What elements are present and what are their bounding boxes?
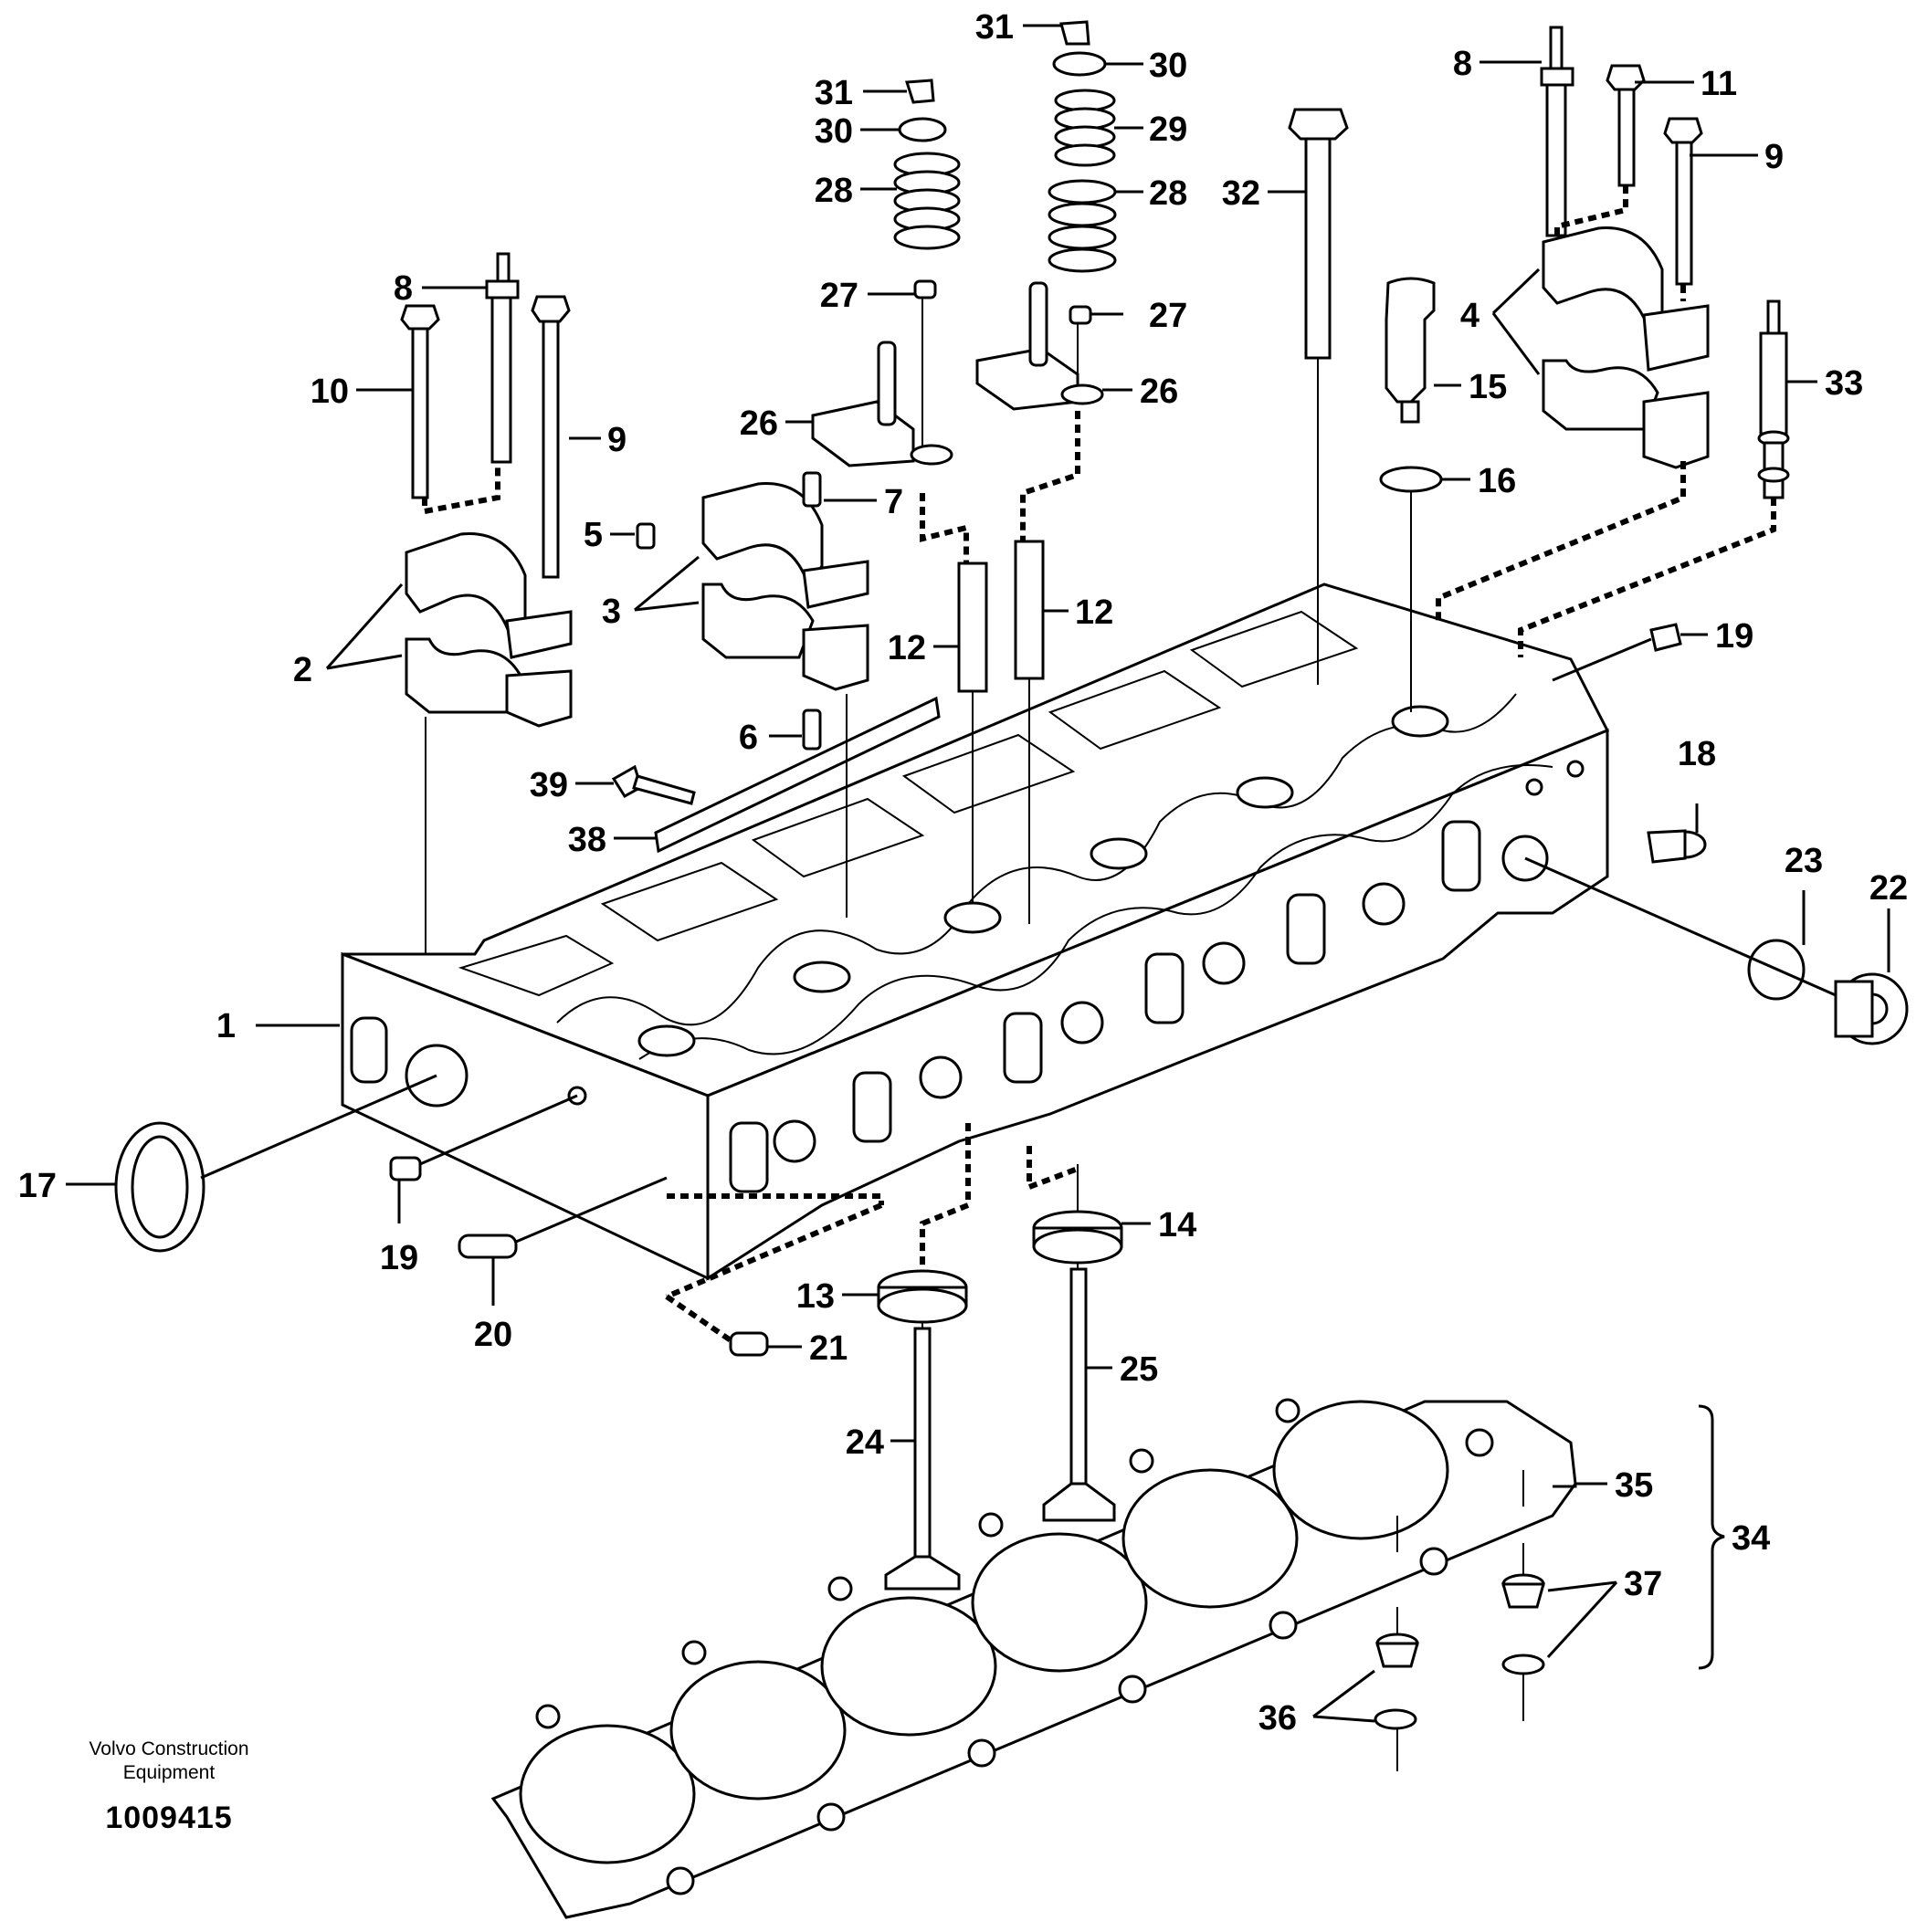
callout-4: 4: [1460, 297, 1479, 335]
callout-23: 23: [1785, 842, 1823, 880]
callout-12-right: 12: [1075, 593, 1113, 632]
callout-30-right: 30: [1149, 47, 1187, 85]
callout-9-left: 9: [607, 421, 627, 459]
callout-7: 7: [884, 483, 903, 521]
callout-33: 33: [1825, 364, 1863, 403]
callout-8-left: 8: [394, 269, 413, 308]
callout-19-left: 19: [380, 1239, 418, 1277]
callout-22: 22: [1869, 869, 1908, 908]
callout-5: 5: [584, 516, 603, 554]
callout-11: 11: [1701, 65, 1737, 103]
valve-train: [114, 20, 1909, 1591]
callout-31-right: 31: [975, 8, 1014, 47]
callout-39: 39: [530, 766, 568, 804]
callout-26-right: 26: [1140, 373, 1178, 411]
callout-19-right: 19: [1715, 617, 1753, 656]
callout-17: 17: [18, 1167, 57, 1205]
callout-38: 38: [568, 821, 606, 859]
callout-2: 2: [293, 651, 312, 689]
callout-26-left: 26: [740, 404, 778, 443]
cylinder-head: [341, 583, 1610, 1281]
credit-line-2: Equipment: [122, 1762, 216, 1783]
callout-21: 21: [809, 1329, 848, 1368]
callout-20: 20: [474, 1316, 512, 1354]
bearing-cap-3: [701, 482, 869, 691]
callout-25: 25: [1120, 1350, 1158, 1389]
callout-10: 10: [311, 373, 349, 411]
callout-15: 15: [1469, 368, 1507, 406]
callout-labels: 1 2 3 4 5 6 7 8 8 9 9 10 11 12 12 13 14 …: [18, 8, 1908, 1738]
publisher-credit: Volvo Construction Equipment: [50, 1738, 288, 1785]
callout-28-left: 28: [815, 172, 853, 210]
bolts: [400, 26, 1790, 805]
callout-12-left: 12: [888, 629, 926, 667]
callout-29: 29: [1149, 110, 1187, 149]
callout-37: 37: [1624, 1565, 1662, 1603]
callout-31-left: 31: [815, 74, 853, 112]
leader-lines: [66, 24, 1890, 1771]
callout-18: 18: [1678, 735, 1716, 773]
callout-9-right: 9: [1764, 138, 1784, 176]
document-number: 1009415: [105, 1801, 233, 1835]
callout-36: 36: [1258, 1699, 1297, 1738]
callout-8-right: 8: [1453, 45, 1472, 83]
callout-35: 35: [1615, 1466, 1653, 1505]
bearing-cap-4: [1542, 226, 1710, 469]
callout-28-right: 28: [1149, 174, 1187, 213]
callout-34: 34: [1732, 1519, 1770, 1558]
callout-3: 3: [602, 593, 621, 631]
callout-32: 32: [1222, 174, 1260, 213]
callout-24: 24: [846, 1423, 884, 1462]
gasket-dowels: [1374, 1573, 1545, 1730]
callout-16: 16: [1478, 462, 1516, 500]
callout-6: 6: [739, 719, 758, 757]
head-gasket: [490, 1398, 1577, 1919]
credit-line-1: Volvo Construction: [89, 1738, 249, 1759]
bearing-cap-2: [405, 532, 573, 728]
callout-14: 14: [1158, 1206, 1196, 1244]
callout-27-left: 27: [820, 277, 858, 315]
callout-27-right: 27: [1149, 297, 1187, 335]
callout-30-left: 30: [815, 112, 853, 151]
callout-13: 13: [796, 1277, 835, 1316]
callout-1: 1: [216, 1007, 236, 1045]
